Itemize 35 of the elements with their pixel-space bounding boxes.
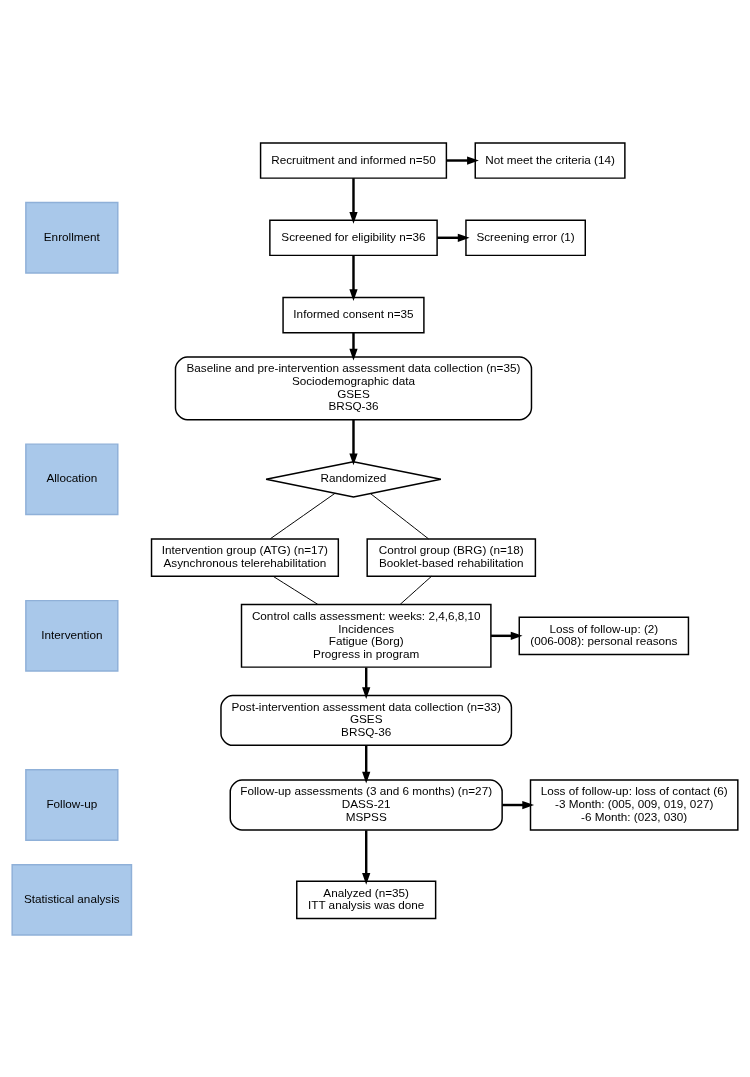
node-box: Loss of follow-up: (2) (006-008): personal reasons bbox=[518, 616, 690, 655]
node-box: Post-intervention assessment data collection (n=33) GSES BRSQ-36 bbox=[220, 694, 513, 746]
node-box: Informed consent n=35 bbox=[282, 296, 425, 333]
node-box: Control group (BRG) (n=18) Booklet-based rehabilitation bbox=[366, 537, 537, 577]
arrow bbox=[502, 800, 535, 809]
connector bbox=[272, 575, 319, 605]
connector bbox=[399, 575, 433, 605]
node-box: Loss of follow-up: loss of contact (6) -3 Month: (005, 009, 019, 027) -6 Month: (023, 030) bbox=[529, 778, 739, 831]
arrow bbox=[349, 254, 358, 301]
node-diamond: Randomized bbox=[265, 460, 442, 498]
arrow bbox=[362, 829, 371, 885]
node-box: Analyzed (n=35) ITT analysis was done bbox=[296, 880, 437, 919]
connector bbox=[269, 492, 336, 539]
node-box: Allocation bbox=[25, 442, 119, 515]
connector bbox=[370, 492, 430, 539]
node-box: Baseline and pre-intervention assessment data collection (n=35) Sociodemographic data GSES BRSQ-36 bbox=[174, 355, 533, 420]
node-box: Screened for eligibility n=36 bbox=[269, 218, 438, 256]
arrow bbox=[362, 667, 371, 699]
node-box: Intervention bbox=[25, 599, 119, 672]
node-box: Not meet the criteria (14) bbox=[474, 141, 626, 179]
node-box: Control calls assessment: weeks: 2,4,6,8,10 Incidences Fatigue (Borg) Progress in program bbox=[240, 603, 492, 668]
node-box: Follow-up bbox=[25, 768, 119, 841]
arrow bbox=[349, 332, 358, 361]
arrow bbox=[491, 631, 523, 640]
node-box: Follow-up assessments (3 and 6 months) (n=27) DASS-21 MSPSS bbox=[229, 778, 503, 831]
arrow bbox=[362, 745, 371, 784]
node-box: Screening error (1) bbox=[465, 218, 586, 256]
arrow bbox=[349, 177, 358, 224]
arrow bbox=[446, 155, 479, 165]
node-box: Enrollment bbox=[25, 201, 119, 274]
node-box: Intervention group (ATG) (n=17) Asynchronous telerehabilitation bbox=[150, 537, 340, 577]
node-box: Statistical analysis bbox=[11, 863, 133, 936]
node-box: Recruitment and informed n=50 bbox=[259, 141, 448, 179]
arrow bbox=[349, 419, 358, 465]
arrow bbox=[437, 233, 470, 242]
